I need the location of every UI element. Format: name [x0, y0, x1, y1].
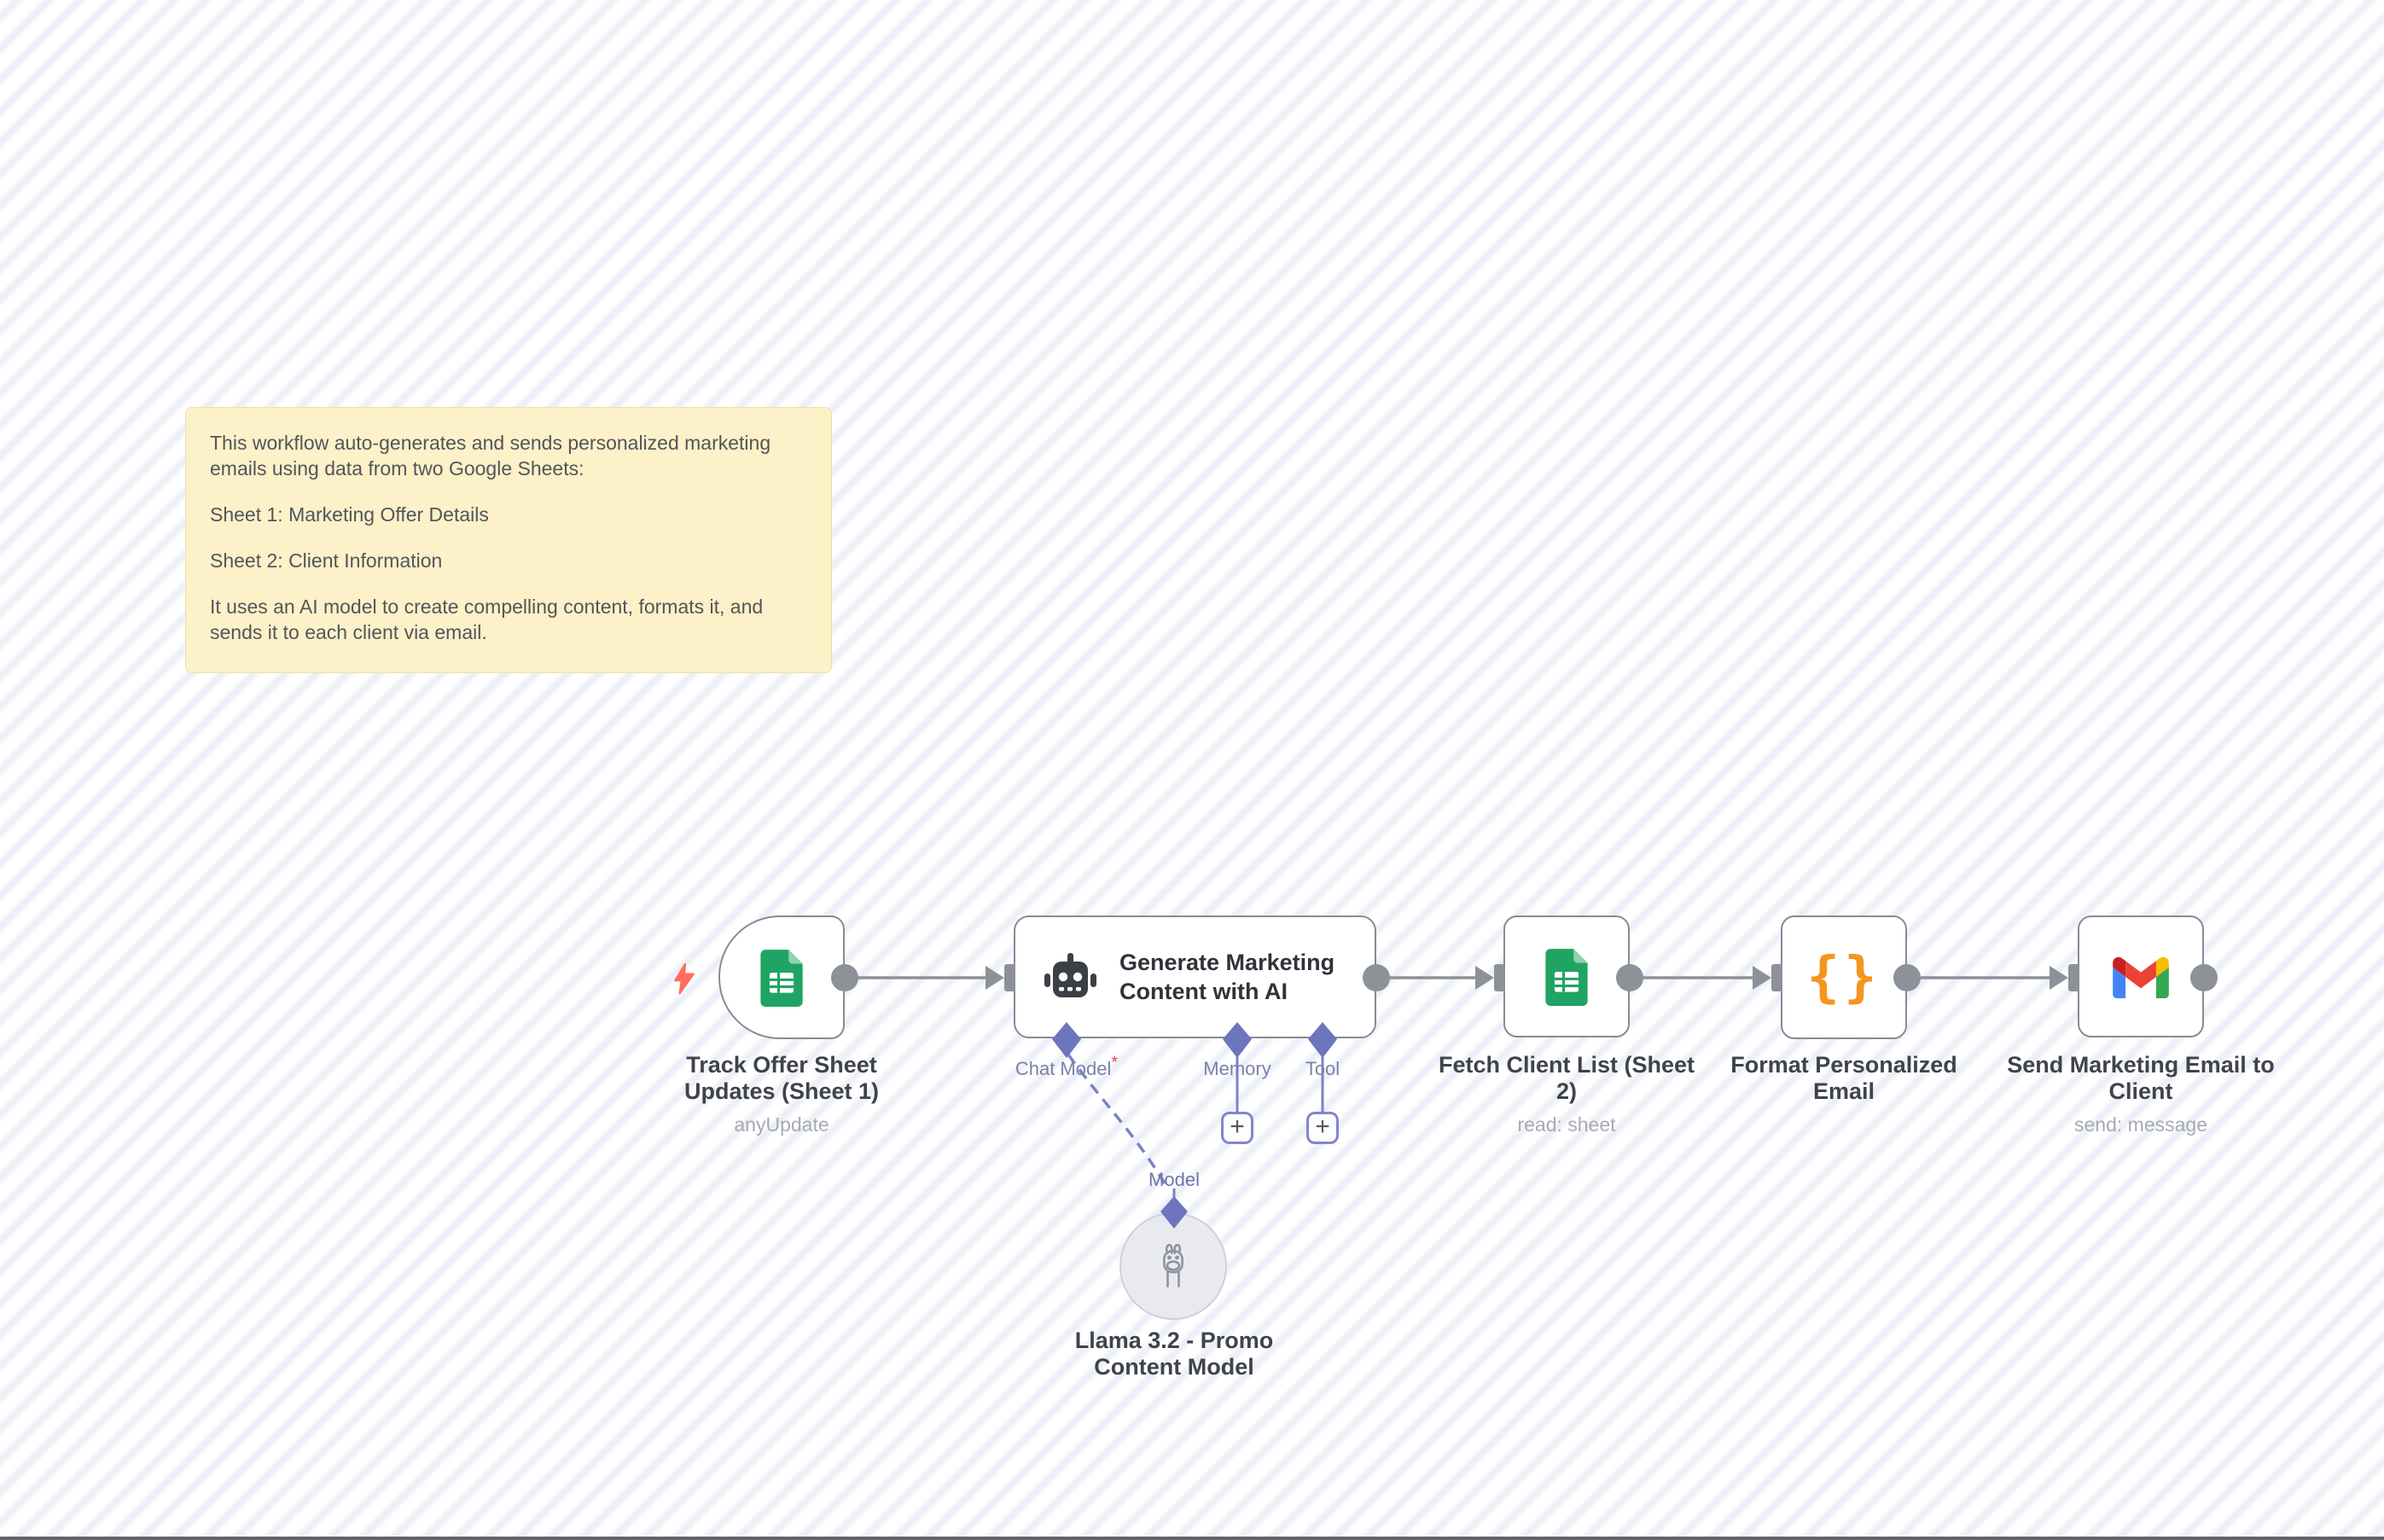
gmail-node-subtitle: send: message	[2074, 1113, 2207, 1136]
sticky-paragraph: Sheet 1: Marketing Offer Details	[210, 503, 489, 526]
chat-model-port-label: Chat Model*	[1015, 1053, 1119, 1079]
window-bottom-edge	[0, 1537, 2384, 1540]
sticky-paragraph: It uses an AI model to create compelling…	[210, 596, 764, 643]
google-sheets-icon	[760, 949, 803, 1007]
node-fetch-client-list[interactable]	[1503, 915, 1630, 1037]
gmail-icon	[2113, 956, 2169, 998]
node-llama-model[interactable]	[1119, 1212, 1227, 1320]
sticky-note[interactable]: This workflow auto-generates and sends p…	[185, 407, 832, 673]
code-braces-icon: {}	[1806, 945, 1881, 1009]
arrowhead-icon	[2050, 966, 2068, 990]
arrowhead-icon	[1753, 966, 1771, 990]
robot-icon	[1044, 953, 1096, 997]
node-track-offer-sheet-trigger[interactable]	[718, 915, 845, 1039]
agent-node-title: Generate Marketing Content with AI	[1119, 950, 1335, 1004]
node-generate-marketing-content-ai[interactable]: Generate Marketing Content with AI	[1014, 915, 1376, 1038]
required-marker: *	[1111, 1053, 1119, 1072]
node-format-personalized-email[interactable]: {}	[1781, 915, 1907, 1039]
trigger-node-subtitle: anyUpdate	[734, 1113, 829, 1136]
arrowhead-icon	[1475, 966, 1494, 990]
fetch-node-subtitle: read: sheet	[1517, 1113, 1616, 1136]
add-tool-button[interactable]: +	[1306, 1112, 1339, 1144]
memory-port-label: Memory	[1203, 1058, 1271, 1079]
add-memory-button[interactable]: +	[1221, 1112, 1253, 1144]
node-send-marketing-email[interactable]	[2078, 915, 2204, 1037]
llama-icon	[1163, 1243, 1183, 1287]
model-port-label: Model	[1148, 1169, 1200, 1190]
arrowhead-icon	[986, 966, 1004, 990]
sticky-paragraph: This workflow auto-generates and sends p…	[210, 432, 771, 479]
tool-port-label: Tool	[1305, 1058, 1340, 1079]
google-sheets-icon	[1545, 948, 1588, 1006]
trigger-lightning-icon	[674, 962, 695, 995]
sticky-paragraph: Sheet 2: Client Information	[210, 549, 443, 572]
